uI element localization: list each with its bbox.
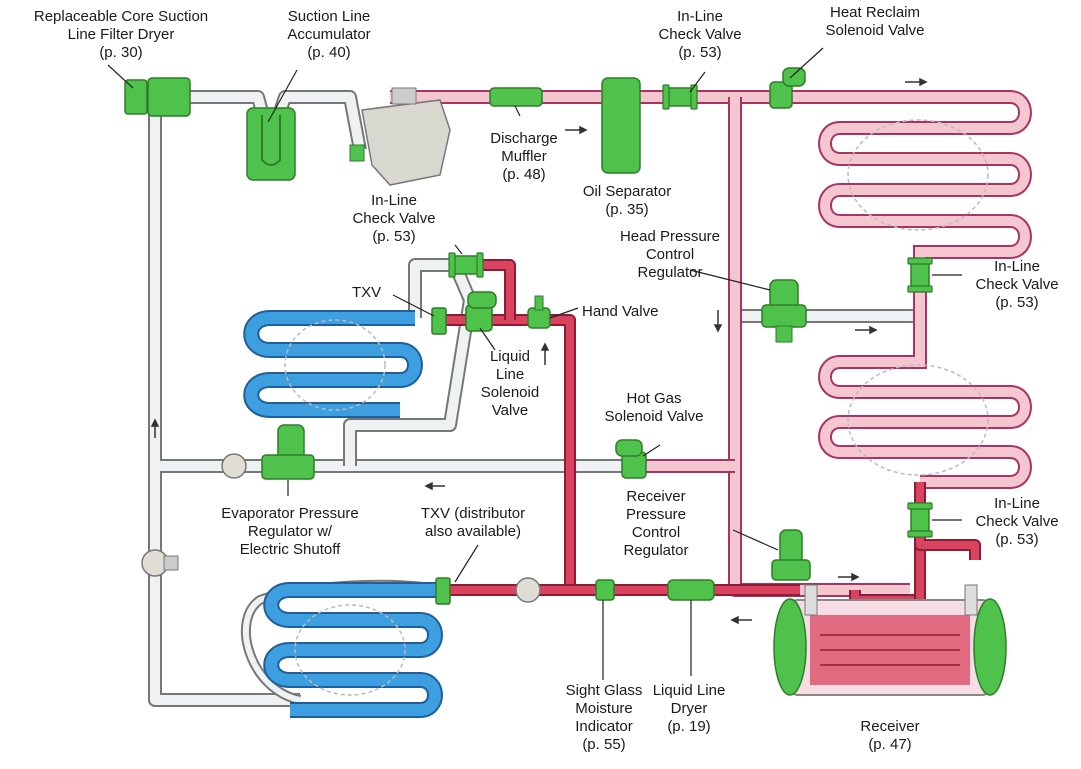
label-sight-glass: Sight Glass Moisture Indicator (p. 55): [565, 682, 643, 753]
liquid-line-dryer: [667, 579, 715, 601]
evaporator-lower: [263, 582, 443, 718]
sight-glass: [595, 579, 615, 601]
label-check-valve-right-lower: In-Line Check Valve (p. 53): [975, 495, 1059, 548]
filter-valve-lower: [515, 577, 541, 603]
head-pressure-regulator: [761, 279, 807, 343]
label-discharge-muffler: Discharge Muffler (p. 48): [490, 130, 558, 183]
label-liquid-line-dryer: Liquid Line Dryer (p. 19): [652, 682, 726, 735]
label-receiver-pressure: Receiver Pressure Control Regulator: [623, 488, 689, 559]
txv-lower-valve: [435, 577, 451, 605]
label-check-valve-mid: In-Line Check Valve (p. 53): [352, 192, 436, 245]
txv-upper-valve: [431, 307, 447, 335]
label-suction-accumulator: Suction Line Accumulator (p. 40): [287, 8, 371, 61]
compressor: [349, 87, 451, 186]
evaporator-pressure-regulator: [221, 424, 315, 480]
oil-separator: [601, 77, 641, 174]
receiver-tank: [773, 584, 1007, 696]
label-hand-valve: Hand Valve: [582, 303, 659, 320]
label-check-valve-top: In-Line Check Valve (p. 53): [658, 8, 742, 61]
discharge-muffler: [489, 87, 543, 107]
condenser-lower: [818, 316, 1032, 489]
label-check-valve-right-upper: In-Line Check Valve (p. 53): [975, 258, 1059, 311]
flow-arrows: [150, 77, 928, 625]
label-evaporator-pressure: Evaporator Pressure Regulator w/ Electri…: [221, 505, 359, 558]
label-heat-reclaim: Heat Reclaim Solenoid Valve: [825, 4, 925, 39]
label-hot-gas-solenoid: Hot Gas Solenoid Valve: [604, 390, 704, 425]
suction-filter-dryer: [124, 77, 191, 117]
label-head-pressure: Head Pressure Control Regulator: [619, 228, 721, 281]
check-valve-mid: [448, 252, 484, 278]
receiver-pressure-regulator: [771, 529, 811, 581]
liquid-solenoid: [465, 291, 497, 332]
label-oil-separator: Oil Separator (p. 35): [582, 183, 672, 218]
evaporator-upper: [243, 310, 423, 418]
suction-accumulator: [246, 107, 296, 181]
condenser-upper: [818, 90, 1032, 316]
label-liquid-line-solenoid: Liquid Line Solenoid Valve: [480, 348, 540, 419]
check-valve-right-upper: [907, 257, 933, 293]
label-txv-lower: TXV (distributor also available): [420, 505, 526, 540]
label-txv-upper: TXV: [352, 284, 382, 301]
label-suction-filter-dryer: Replaceable Core Suction Line Filter Dry…: [33, 8, 209, 61]
check-valve-right-lower: [907, 502, 933, 538]
hot-gas-solenoid: [615, 439, 647, 479]
suction-valve-left: [141, 549, 179, 577]
hand-valve: [527, 295, 551, 329]
label-receiver: Receiver (p. 47): [860, 718, 920, 753]
leader-lines: [107, 47, 962, 680]
heat-reclaim-solenoid: [769, 67, 806, 109]
